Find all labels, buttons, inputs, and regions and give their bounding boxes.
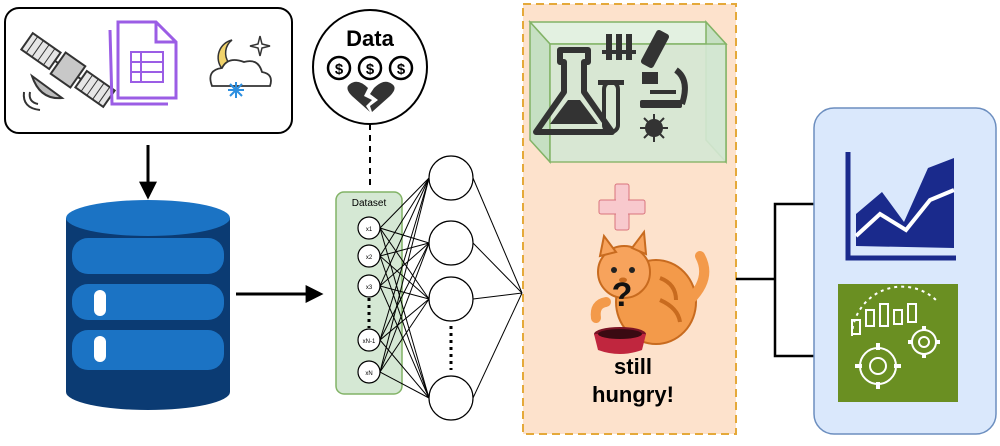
- input-hidden-edge: [379, 242, 430, 257]
- dataset-node: [357, 328, 381, 352]
- dataset-node: [357, 216, 381, 240]
- dataset-node-label: xN: [365, 371, 372, 377]
- input-hidden-edge: [379, 371, 430, 399]
- input-hidden-edge: [379, 298, 430, 373]
- caption-line-1: still: [614, 354, 652, 379]
- data-bubble: Data $ $ $: [312, 9, 428, 125]
- document-icon: [108, 20, 178, 106]
- hidden-node: [428, 155, 474, 201]
- food-bowl-icon: [594, 327, 646, 354]
- input-hidden-edge: [379, 255, 430, 399]
- hidden-output-edge: [472, 292, 523, 399]
- test-tube-rack-icon: [598, 34, 636, 134]
- input-hidden-edge: [379, 242, 430, 287]
- input-hidden-edge: [379, 298, 430, 341]
- dataset-node-label: x1: [366, 227, 373, 233]
- dataset-node-label: x3: [366, 285, 373, 291]
- network-connections: [379, 177, 523, 399]
- sources-box: [4, 7, 293, 134]
- input-hidden-edge: [379, 227, 430, 244]
- outputs-panel: [813, 107, 997, 435]
- input-hidden-edge: [379, 177, 430, 287]
- dollar-coin-icon: $: [388, 55, 414, 81]
- plus-icon: [598, 183, 646, 231]
- dollar-coin-icon: $: [357, 55, 383, 81]
- input-hidden-edge: [379, 242, 430, 373]
- lab-panel: ? still hungry!: [522, 3, 737, 435]
- input-hidden-edge: [379, 177, 430, 341]
- dataset-node: [357, 244, 381, 268]
- input-hidden-edge: [379, 227, 430, 300]
- microscope-icon: [640, 29, 688, 108]
- hidden-output-edge: [472, 177, 523, 294]
- input-hidden-edge: [379, 285, 430, 399]
- satellite-dish: [30, 73, 65, 100]
- analytics-gears-icon: [838, 284, 958, 402]
- virus-icon: [640, 114, 668, 142]
- dataset-nodes: x1 x2 x3 xN-1 xN: [357, 216, 381, 384]
- svg-text:$: $: [366, 61, 375, 78]
- dataset-node-label: x2: [366, 255, 373, 261]
- data-bubble-title: Data: [346, 26, 394, 51]
- area-chart-icon: [845, 152, 956, 261]
- broken-heart-icon: [347, 81, 395, 112]
- hidden-output-edge: [472, 242, 523, 294]
- caption-line-2: hungry!: [592, 382, 674, 407]
- dollar-coin-icon: $: [326, 55, 352, 81]
- lab-cube: [528, 20, 728, 164]
- input-hidden-edge: [379, 177, 430, 373]
- input-hidden-edge: [379, 177, 430, 257]
- input-hidden-edge: [379, 242, 430, 341]
- input-hidden-edge: [379, 227, 430, 399]
- dataset-node: [357, 274, 381, 298]
- weather-icon: [209, 35, 272, 98]
- hidden-node: [428, 375, 474, 421]
- input-hidden-edge: [379, 177, 430, 229]
- dataset-title: Dataset: [352, 198, 387, 209]
- dataset-node-label: xN-1: [363, 339, 376, 345]
- hidden-node: [428, 276, 474, 322]
- satellite-icon: [19, 31, 117, 109]
- database-icon: [66, 200, 230, 410]
- hidden-output-edge: [472, 292, 523, 300]
- question-mark: ?: [612, 276, 633, 314]
- output-bracket: [736, 202, 818, 358]
- svg-text:$: $: [397, 61, 406, 78]
- svg-text:$: $: [335, 61, 344, 78]
- hungry-cat-icon: [590, 229, 710, 345]
- hidden-layer-nodes: [428, 155, 474, 421]
- input-hidden-edge: [379, 255, 430, 300]
- dataset-node: [357, 360, 381, 384]
- hidden-node: [428, 220, 474, 266]
